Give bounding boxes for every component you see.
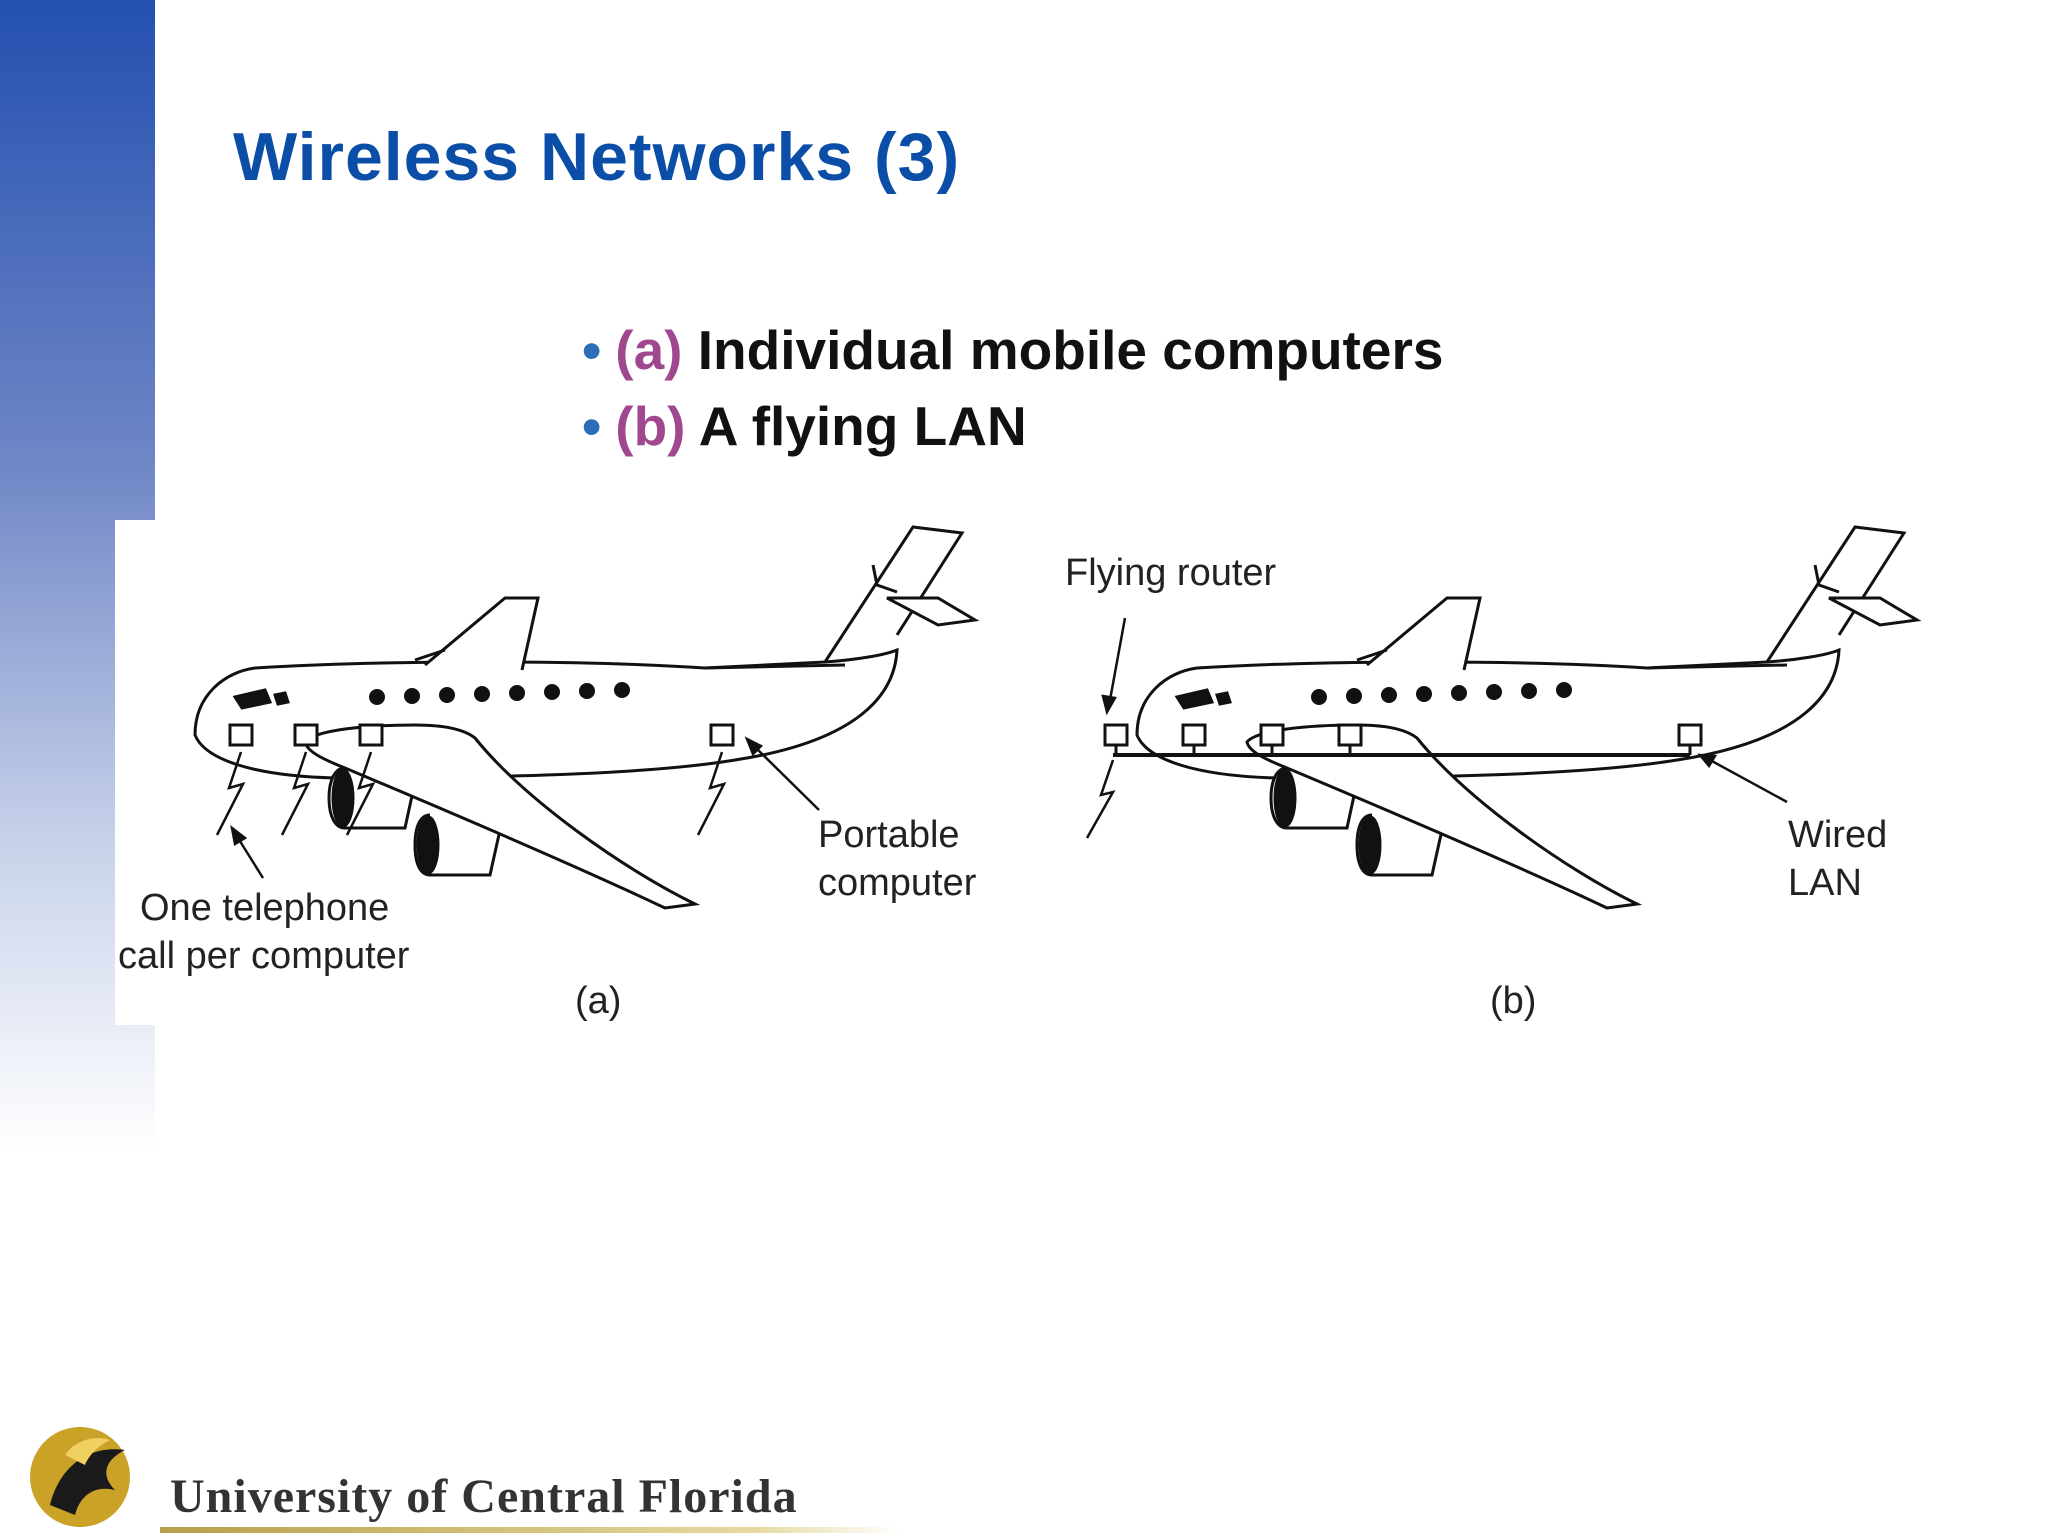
footer-rule xyxy=(160,1527,900,1533)
bullet-dot-icon: • xyxy=(582,319,602,381)
caption-a: (a) xyxy=(575,980,621,1022)
bullet-text: A flying LAN xyxy=(698,395,1027,457)
footer-logo: University of Central Florida xyxy=(20,1415,900,1535)
bullet-list: •(a) Individual mobile computers •(b) A … xyxy=(582,312,1443,464)
university-name: University of Central Florida xyxy=(170,1470,798,1523)
bullet-tag: (b) xyxy=(615,395,686,457)
label-lan-line1: Wired xyxy=(1788,814,1887,856)
label-lan-line2: LAN xyxy=(1788,862,1862,904)
label-portable-line2: computer xyxy=(818,862,977,904)
airplane-figure: One telephone call per computer Portable… xyxy=(115,520,1990,1025)
wireless-bolt-icons xyxy=(215,751,727,836)
label-arrows-b xyxy=(1101,617,1788,804)
label-phone-line1: One telephone xyxy=(140,887,389,929)
caption-b: (b) xyxy=(1490,980,1536,1022)
label-phone-line2: call per computer xyxy=(118,935,410,977)
bullet-tag: (a) xyxy=(615,319,683,381)
bullet-text: Individual mobile computers xyxy=(697,319,1444,381)
router-bolt-icon xyxy=(1085,759,1116,839)
portable-computer-icons xyxy=(228,723,735,747)
bullet-dot-icon: • xyxy=(582,395,602,457)
label-portable-line1: Portable xyxy=(818,814,960,856)
airplane-diagram: One telephone call per computer Portable… xyxy=(118,525,1919,1022)
pegasus-logo-icon xyxy=(30,1427,130,1527)
airplane-b: Flying router Wired LAN (b) xyxy=(1065,525,1919,1022)
label-arrows-a xyxy=(230,736,820,879)
label-router: Flying router xyxy=(1065,552,1277,594)
lan-computer-icons xyxy=(1103,723,1703,755)
bullet-item-b: •(b) A flying LAN xyxy=(582,388,1443,464)
airplane-a: One telephone call per computer Portable… xyxy=(118,525,977,1022)
bullet-item-a: •(a) Individual mobile computers xyxy=(582,312,1443,388)
slide-title: Wireless Networks (3) xyxy=(233,119,961,195)
